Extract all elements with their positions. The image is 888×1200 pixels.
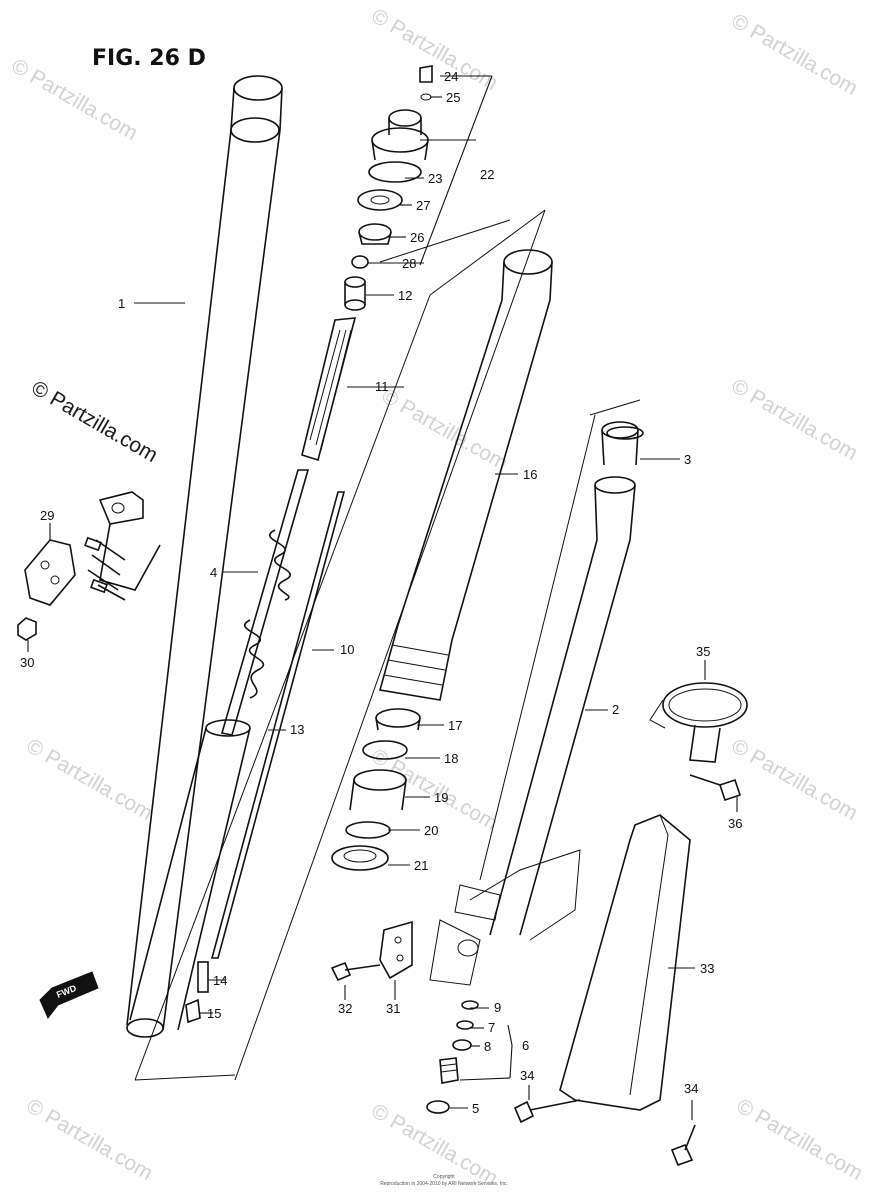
callout-36: 36 (728, 816, 742, 831)
callout-23: 23 (428, 171, 442, 186)
part-12-collar (344, 276, 366, 311)
callout-2: 2 (612, 702, 619, 717)
callout-10: 10 (340, 642, 354, 657)
leader-lines (134, 75, 738, 1120)
callout-4: 4 (210, 565, 217, 580)
callout-11: 11 (375, 379, 389, 394)
part-31-bracket (379, 920, 413, 980)
callout-21: 21 (414, 858, 428, 873)
callout-28: 28 (402, 256, 416, 271)
part-19-seal (349, 769, 407, 811)
callout-17: 17 (448, 718, 462, 733)
callout-35: 35 (696, 644, 710, 659)
watermark-dark: © Partzilla.com (28, 376, 162, 467)
callout-24: 24 (444, 69, 458, 84)
callout-7: 7 (488, 1020, 495, 1035)
callout-8: 8 (484, 1039, 491, 1054)
part-30-nut (17, 617, 37, 652)
watermark: © Partzilla.com (23, 1094, 157, 1185)
callout-34-right: 34 (684, 1081, 698, 1096)
part-1-outer-tube (84, 75, 283, 1038)
callout-16: 16 (523, 467, 537, 482)
callout-1: 1 (118, 296, 125, 311)
part-16-inner-tube (378, 249, 553, 701)
part-34-bolt-right (670, 1124, 696, 1167)
part-36-bolt (689, 774, 742, 802)
part-17-bushing (375, 708, 421, 731)
callout-26: 26 (410, 230, 424, 245)
callout-14: 14 (213, 973, 227, 988)
callout-31: 31 (386, 1001, 400, 1016)
copyright-line-2: Reproduction in 2004-2010 by ARI Network… (380, 1181, 508, 1187)
part-8-washer (452, 1039, 472, 1051)
part-15-washer (185, 998, 201, 1024)
part-5-washer (426, 1100, 450, 1114)
callout-12: 12 (398, 288, 412, 303)
copyright-footer: Copyright Reproduction in 2004-2010 by A… (380, 1174, 508, 1187)
watermark: © Partzilla.com (728, 374, 862, 465)
part-9-washer (461, 1000, 479, 1010)
part-4-damper-rod (129, 469, 310, 1031)
callout-19: 19 (434, 790, 448, 805)
part-20-ring (345, 821, 391, 839)
watermark: © Partzilla.com (733, 1094, 867, 1185)
callout-15: 15 (207, 1006, 221, 1021)
callout-18: 18 (444, 751, 458, 766)
figure-title: FIG. 26 D (92, 46, 206, 71)
part-3-bushing (606, 426, 644, 440)
copyright-line-1: Copyright (433, 1174, 455, 1180)
part-6-screw (439, 1057, 459, 1084)
callout-6: 6 (522, 1038, 529, 1053)
part-7-washer (456, 1020, 474, 1030)
callout-5: 5 (472, 1101, 479, 1116)
watermark: © Partzilla.com (23, 734, 157, 825)
part-10-outline (134, 209, 546, 1081)
callout-labels: 1 2 3 4 5 6 7 8 9 10 11 12 13 14 15 16 1… (20, 69, 742, 1116)
part-11-spring-guide (301, 317, 357, 462)
part-21-dust-seal (331, 845, 389, 871)
part-33-fork-guard (559, 814, 691, 1111)
callout-30: 30 (20, 655, 34, 670)
callout-22: 22 (480, 167, 494, 182)
part-34-bolt-left (513, 1099, 581, 1124)
part-2-outer-tube (429, 399, 641, 986)
part-14-bolt (197, 961, 209, 993)
fwd-arrow-icon: FWD (39, 971, 99, 1019)
callout-34-left: 34 (520, 1068, 534, 1083)
callout-3: 3 (684, 452, 691, 467)
callout-33: 33 (700, 961, 714, 976)
watermark: © Partzilla.com (728, 9, 862, 100)
part-35-clamp (649, 682, 748, 763)
watermark: © Partzilla.com (728, 734, 862, 825)
part-13-rod (210, 491, 346, 959)
callout-29: 29 (40, 508, 54, 523)
part-18-washer (362, 740, 408, 760)
part-29-bracket (24, 523, 76, 606)
callout-9: 9 (494, 1000, 501, 1015)
watermark: © Partzilla.com (378, 384, 512, 475)
part-32-bolt (330, 961, 381, 982)
callout-27: 27 (416, 198, 430, 213)
callout-32: 32 (338, 1001, 352, 1016)
callout-20: 20 (424, 823, 438, 838)
watermark: © Partzilla.com (368, 4, 502, 95)
callout-25: 25 (446, 90, 460, 105)
callout-13: 13 (290, 722, 304, 737)
